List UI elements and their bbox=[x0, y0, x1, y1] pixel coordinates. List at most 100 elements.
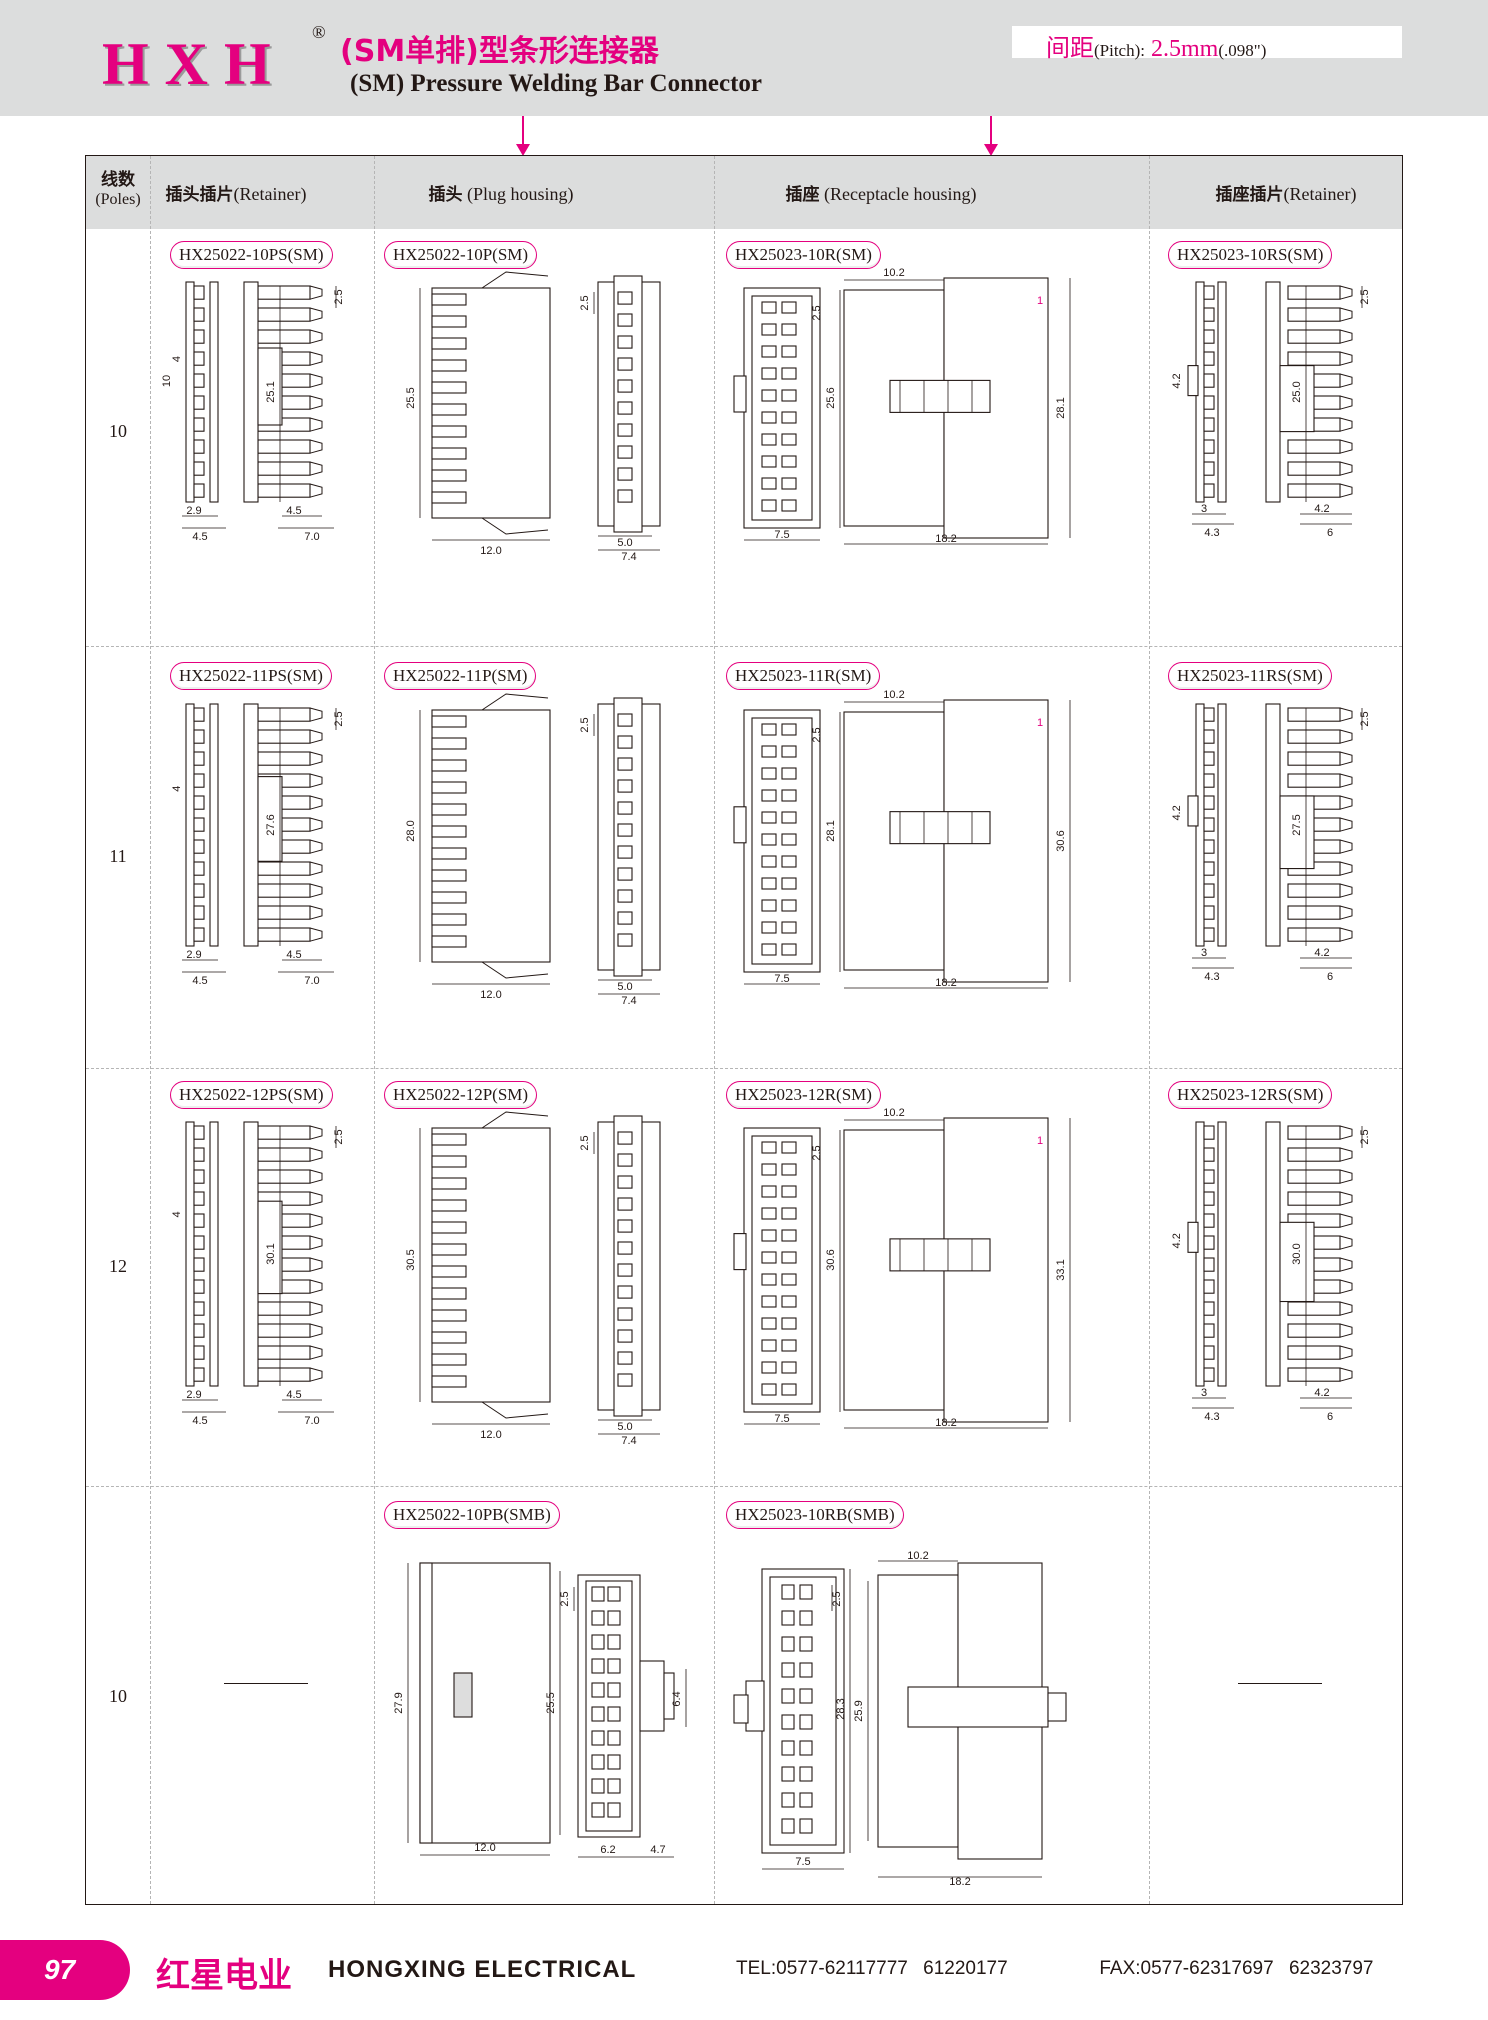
dimension-label: 2.5 bbox=[333, 289, 345, 304]
part-number: HX25022-10PS(SM) bbox=[170, 241, 333, 269]
dimension-label: 2.5 bbox=[811, 305, 823, 320]
page-number: 97 bbox=[0, 1940, 130, 2000]
dimension-label: 4 bbox=[171, 786, 183, 792]
dimension-label: 12.0 bbox=[480, 989, 501, 1001]
dimension-label: 2.5 bbox=[579, 1135, 591, 1150]
receptacle-housing-drawing: 2.5 30.6 7.5 1 10.2 33.1 18.2 bbox=[733, 1107, 1071, 1429]
part-number: HX25022-10P(SM) bbox=[384, 241, 538, 269]
dimension-label: 33.1 bbox=[1055, 1259, 1067, 1280]
dimension-label: 18.2 bbox=[935, 533, 956, 545]
part-number: HX25022-10PB(SMB) bbox=[384, 1501, 560, 1529]
dimension-label: 7.0 bbox=[304, 975, 319, 987]
pin-one-label: 1 bbox=[1037, 1135, 1043, 1147]
dimension-label: 6 bbox=[1327, 971, 1333, 983]
dimension-label: 10.2 bbox=[883, 689, 904, 701]
part-number: HX25022-11P(SM) bbox=[384, 662, 537, 690]
dimension-label: 4.2 bbox=[1171, 805, 1183, 820]
dimension-label: 28.1 bbox=[1055, 397, 1067, 418]
dimension-label: 2.5 bbox=[333, 711, 345, 726]
dimension-label: 7.5 bbox=[774, 973, 789, 985]
telephone: TEL:0577-62117777 61220177 bbox=[736, 1958, 1008, 1979]
dimension-label: 30.6 bbox=[825, 1249, 837, 1270]
contact-info: TEL:0577-62117777 61220177 FAX:0577-6231… bbox=[736, 1958, 1374, 1980]
dimension-label: 28.1 bbox=[825, 820, 837, 841]
pin-one-label: 1 bbox=[1037, 295, 1043, 307]
brand-logo: HXH bbox=[102, 31, 287, 97]
dimension-label: 2.5 bbox=[559, 1591, 571, 1606]
dimension-label: 18.2 bbox=[935, 1417, 956, 1429]
dimension-label: 7.4 bbox=[621, 1435, 636, 1447]
col-receptacle-retainer: 插座插片(Retainer) bbox=[1215, 184, 1357, 205]
dimension-label: 2.5 bbox=[579, 295, 591, 310]
dimension-label: 7.4 bbox=[621, 551, 636, 563]
poles-value: 10 bbox=[109, 1686, 127, 1706]
dimension-label: 27.5 bbox=[1291, 814, 1303, 835]
dimension-label: 10.2 bbox=[883, 1107, 904, 1119]
dimension-label: 5.0 bbox=[617, 1421, 632, 1433]
company-name-cn: 红星电业 bbox=[156, 1956, 292, 1996]
dimension-label: 25.5 bbox=[405, 387, 417, 408]
title-chinese: (SM单排)型条形连接器 bbox=[340, 34, 659, 69]
arrow-down-icon bbox=[984, 116, 998, 156]
part-number: HX25022-12P(SM) bbox=[384, 1081, 538, 1109]
dimension-label: 25.6 bbox=[825, 387, 837, 408]
dimension-label: 5.0 bbox=[617, 537, 632, 549]
dimension-label: 5.0 bbox=[617, 981, 632, 993]
pitch-label-en: (Pitch): bbox=[1094, 41, 1145, 60]
pitch-inch: (.098") bbox=[1218, 41, 1267, 60]
dimension-label: 4.5 bbox=[192, 975, 207, 987]
pitch-value: 2.5mm bbox=[1151, 36, 1219, 62]
column-divider bbox=[374, 156, 375, 1904]
dimension-label: 12.0 bbox=[480, 1429, 501, 1441]
dimension-label: 2.5 bbox=[1359, 711, 1371, 726]
poles-value: 11 bbox=[109, 846, 127, 866]
dimension-label: 10.2 bbox=[907, 1551, 928, 1562]
dimension-label: 6 bbox=[1327, 527, 1333, 539]
dimension-label: 12.0 bbox=[480, 545, 501, 557]
dimension-label: 4.2 bbox=[1314, 947, 1329, 959]
not-applicable-dash bbox=[1238, 1683, 1322, 1684]
dimension-label: 2.5 bbox=[831, 1591, 843, 1606]
dimension-label: 25.1 bbox=[265, 381, 277, 402]
dimension-label: 4 bbox=[171, 356, 183, 362]
dimension-label: 7.5 bbox=[774, 1413, 789, 1425]
poles-value: 12 bbox=[109, 1256, 127, 1276]
dimension-label: 4.2 bbox=[1314, 503, 1329, 515]
dimension-label: 7.5 bbox=[795, 1856, 810, 1868]
receptacle-retainer-drawing: 2.530.04.234.34.26 bbox=[1171, 1121, 1371, 1423]
dimension-label: 4.5 bbox=[286, 1389, 301, 1401]
pitch-label-cn: 间距 bbox=[1046, 36, 1094, 62]
dimension-label: 6.4 bbox=[671, 1691, 683, 1706]
part-number: HX25023-11RS(SM) bbox=[1168, 662, 1332, 690]
receptacle-retainer-drawing: 2.525.04.234.34.26 bbox=[1171, 281, 1371, 539]
fax: FAX:0577-62317697 62323797 bbox=[1099, 1958, 1374, 1979]
dimension-label: 28.3 bbox=[835, 1698, 847, 1719]
dimension-label: 4.7 bbox=[650, 1844, 665, 1856]
pitch-box: 间距(Pitch): 2.5mm(.098") bbox=[1012, 26, 1402, 62]
row-divider bbox=[86, 646, 1402, 647]
plug-housing-drawing: 25.5 12.0 2.5 5.0 7.4 bbox=[405, 271, 661, 563]
dimension-label: 2.5 bbox=[1359, 289, 1371, 304]
dimension-label: 25.5 bbox=[545, 1692, 557, 1713]
part-number: HX25022-12PS(SM) bbox=[170, 1081, 333, 1109]
dimension-label: 4.5 bbox=[192, 1415, 207, 1427]
dimension-label: 4.3 bbox=[1204, 971, 1219, 983]
dimension-label: 18.2 bbox=[949, 1876, 970, 1888]
dimension-label: 4.2 bbox=[1314, 1387, 1329, 1399]
part-number: HX25022-11PS(SM) bbox=[170, 662, 332, 690]
dimension-label: 2.5 bbox=[811, 1145, 823, 1160]
row-divider bbox=[86, 1068, 1402, 1069]
column-divider bbox=[714, 156, 715, 1904]
dimension-label: 10.2 bbox=[883, 267, 904, 279]
dimension-label: 4.2 bbox=[1171, 373, 1183, 388]
dimension-label: 2.9 bbox=[186, 949, 201, 961]
dimension-label: 2.5 bbox=[579, 717, 591, 732]
dimension-label: 4 bbox=[171, 1211, 183, 1217]
not-applicable-dash bbox=[224, 1683, 308, 1684]
dimension-label: 27.6 bbox=[265, 814, 277, 835]
column-divider bbox=[1149, 156, 1150, 1904]
plug-housing-drawing: 30.512.02.55.07.4 bbox=[405, 1111, 661, 1447]
